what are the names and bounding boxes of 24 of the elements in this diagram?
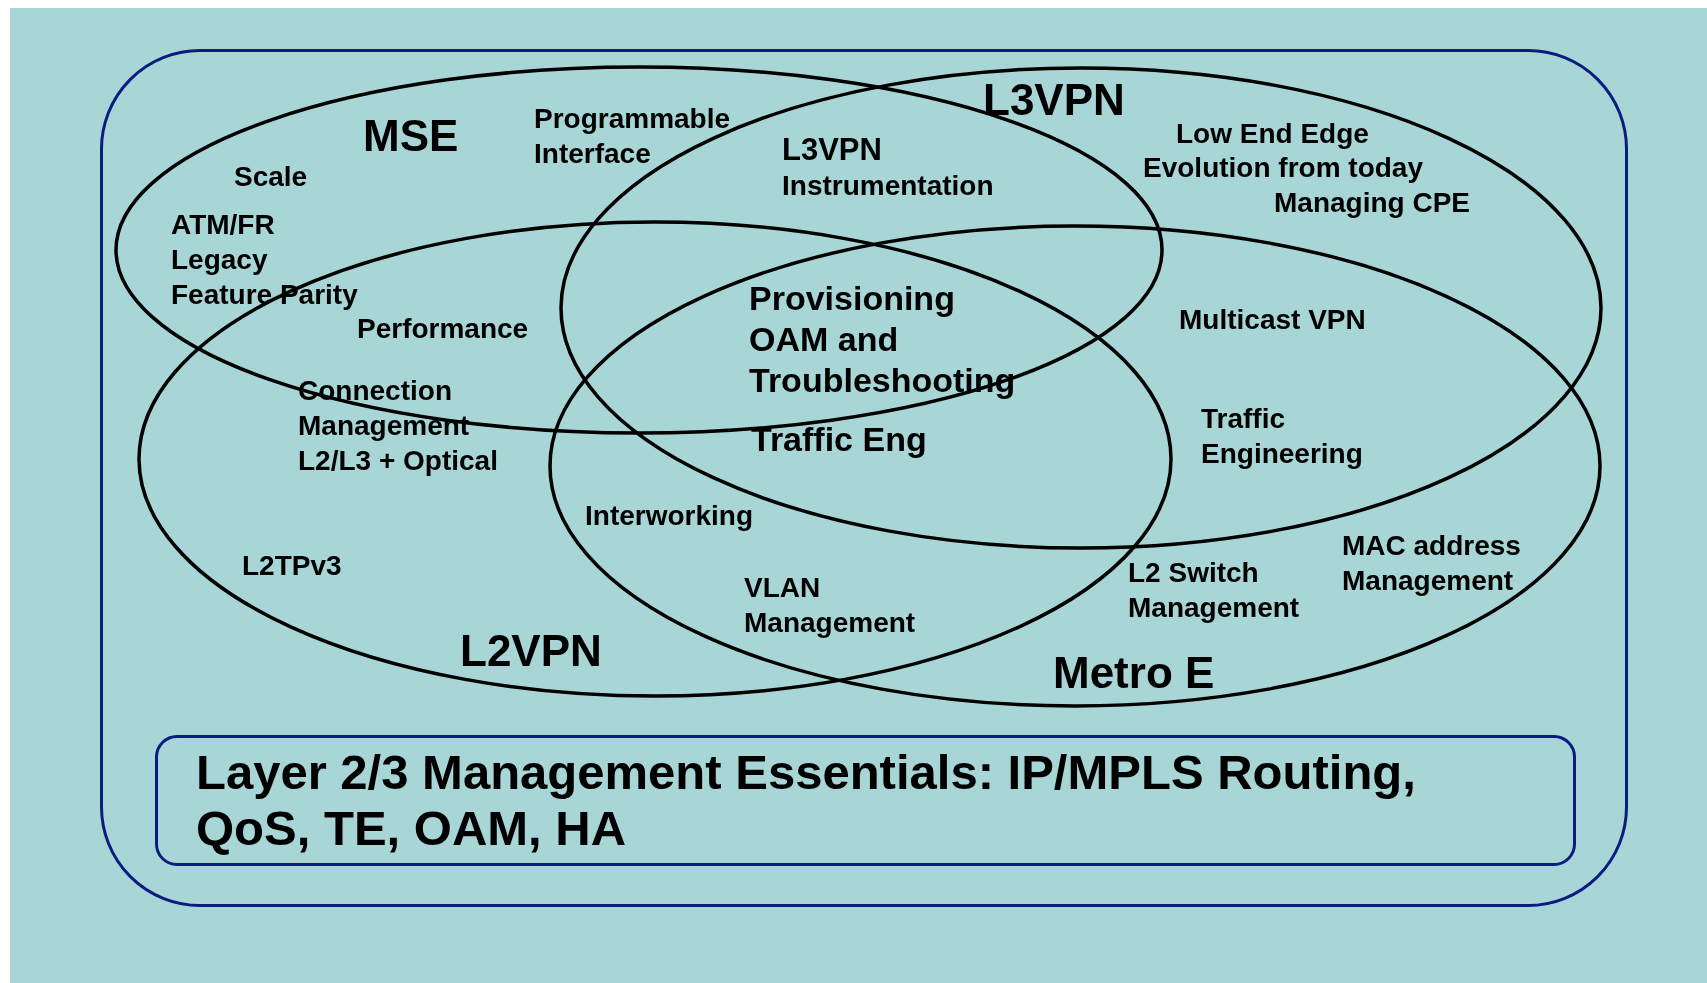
region-text: L2TPv3 <box>242 549 342 583</box>
set-title: L3VPN <box>983 76 1125 124</box>
region-text: L3VPN Instrumentation <box>782 132 994 203</box>
region-text: Managing CPE <box>1274 186 1470 220</box>
region-text: Connection Management L2/L3 + Optical <box>298 374 498 478</box>
region-text: Provisioning OAM and Troubleshooting <box>749 278 1016 401</box>
region-text: L2 Switch Management <box>1128 556 1300 625</box>
region-text: VLAN Management <box>744 571 916 640</box>
region-text: Traffic Engineering <box>1201 402 1363 471</box>
region-text: Evolution from today <box>1143 151 1423 185</box>
outer-frame <box>100 49 1628 907</box>
set-title: MSE <box>363 112 459 160</box>
essentials-banner: Layer 2/3 Management Essentials: IP/MPLS Routing, QoS, TE, OAM, HA <box>155 735 1576 866</box>
region-text: Performance <box>357 312 529 346</box>
region-text: ATM/FR Legacy Feature Parity <box>171 208 358 312</box>
region-text: Programmable Interface <box>534 102 731 171</box>
set-title: Metro E <box>1053 649 1215 697</box>
region-text: Traffic Eng <box>751 419 927 460</box>
set-title: L2VPN <box>460 627 602 675</box>
region-text: Interworking <box>585 499 753 533</box>
region-text: Multicast VPN <box>1179 303 1366 337</box>
region-text: Low End Edge <box>1176 117 1369 151</box>
region-text: Scale <box>234 160 308 194</box>
region-text: MAC address Management <box>1342 529 1521 598</box>
